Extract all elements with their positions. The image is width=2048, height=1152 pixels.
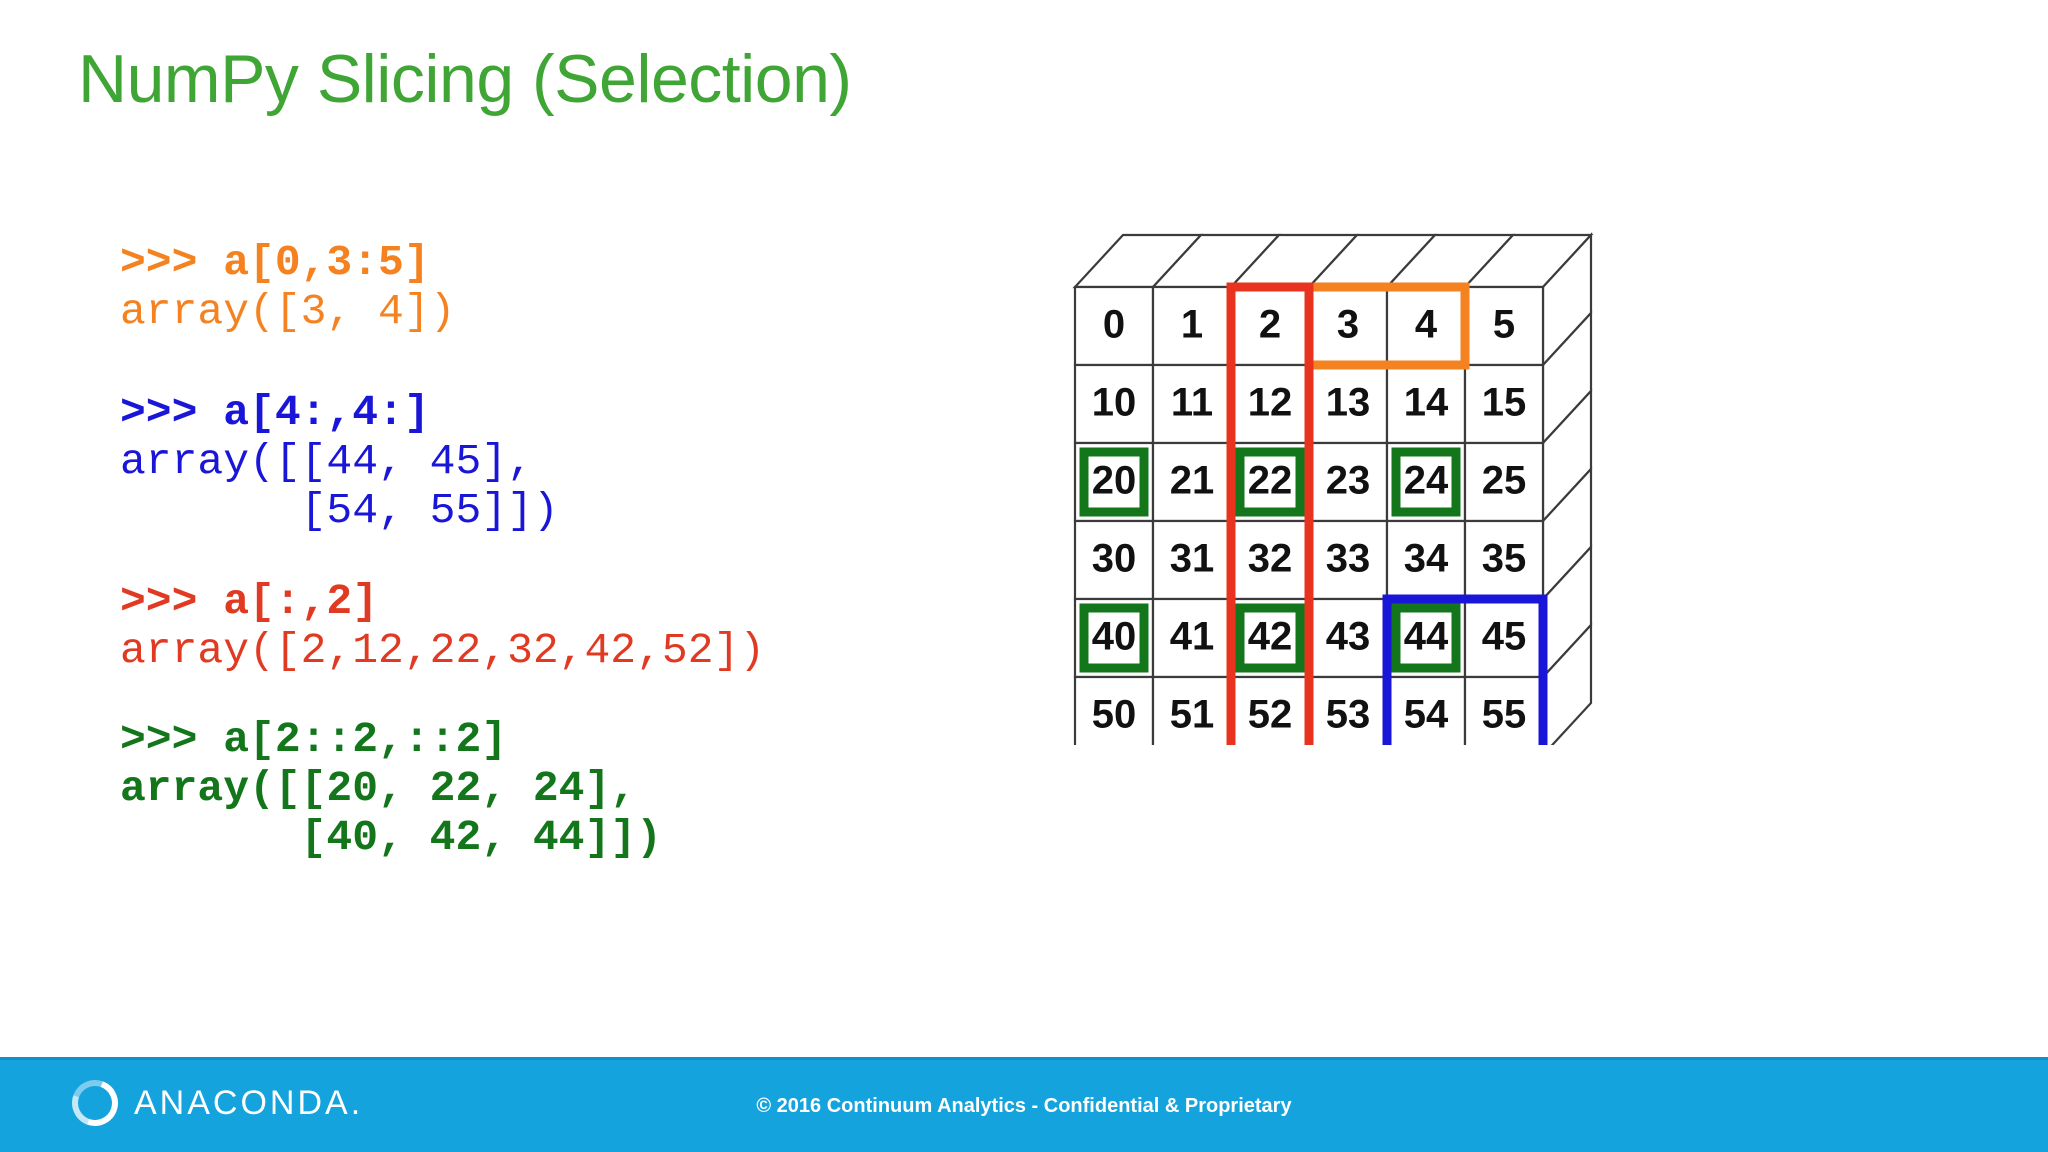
grid-cell-value: 54 [1404, 693, 1449, 737]
code-prompt-line: >>> a[2::2,::2] [120, 715, 508, 765]
grid-cell [1073, 675, 1155, 745]
code-prompt-line: >>> a[0,3:5] [120, 238, 430, 287]
grid-cell [1307, 675, 1389, 745]
grid-cell-value: 45 [1482, 615, 1527, 659]
page-title: NumPy Slicing (Selection) [78, 41, 852, 117]
grid-cell [1151, 285, 1233, 367]
grid-cell-value: 32 [1248, 537, 1293, 581]
grid-cell [1307, 363, 1389, 445]
grid-cell-value: 4 [1415, 303, 1438, 347]
grid-cell-value: 41 [1170, 615, 1215, 659]
code-block-green: >>> a[2::2,::2] array([[20, 22, 24], [40… [120, 715, 900, 862]
grid-cell-value: 44 [1404, 615, 1449, 659]
code-output-line: [54, 55]]) [120, 486, 559, 536]
code-output-line: array([3, 4]) [120, 287, 456, 337]
code-output-line: array([[44, 45], [120, 437, 533, 487]
code-output-line: [40, 42, 44]]) [120, 813, 662, 863]
grid-cell [1073, 285, 1155, 367]
grid-cell-value: 13 [1326, 381, 1371, 425]
grid-cell-value: 14 [1404, 381, 1449, 425]
grid-cell [1073, 519, 1155, 601]
grid-cell-value: 0 [1103, 303, 1125, 347]
grid-cell-value: 42 [1248, 615, 1293, 659]
code-block-red: >>> a[:,2] array([2,12,22,32,42,52]) [120, 577, 900, 675]
grid-cell [1463, 519, 1545, 601]
grid-cell-value: 31 [1170, 537, 1215, 581]
highlight-green-stride-cell-20 [1079, 447, 1149, 517]
grid-cell-value: 20 [1092, 459, 1137, 503]
highlight-green-stride-cell-40 [1079, 603, 1149, 673]
copyright-text: © 2016 Continuum Analytics - Confidentia… [756, 1094, 1292, 1117]
code-block-blue: >>> a[4:,4:] array([[44, 45], [54, 55]]) [120, 388, 900, 535]
code-examples-column: >>> a[0,3:5] array([3, 4]) >>> a[4:,4:] … [120, 238, 900, 910]
grid-cell-value: 53 [1326, 693, 1371, 737]
grid-cell-value: 43 [1326, 615, 1371, 659]
anaconda-wordmark: ANACONDA. [134, 1083, 364, 1122]
grid-cell [1463, 363, 1545, 445]
grid-cell [1463, 285, 1545, 367]
highlight-green-stride-cell-22 [1235, 447, 1305, 517]
grid-cell [1151, 675, 1233, 745]
grid-cell-value: 40 [1092, 615, 1137, 659]
grid-cell [1151, 597, 1233, 679]
grid-cell-value: 22 [1248, 459, 1293, 503]
grid-cell-value: 10 [1092, 381, 1137, 425]
grid-cell [1073, 363, 1155, 445]
code-prompt-line: >>> a[4:,4:] [120, 388, 430, 438]
grid-cell-value: 33 [1326, 537, 1371, 581]
grid-cell-value: 5 [1493, 303, 1515, 347]
grid-cell-value: 12 [1248, 381, 1293, 425]
code-prompt-line: >>> a[:,2] [120, 577, 379, 627]
grid-cell-value: 50 [1092, 693, 1137, 737]
grid-cell-value: 55 [1482, 693, 1527, 737]
grid-cell-value: 3 [1337, 303, 1359, 347]
grid-cell-value: 51 [1170, 693, 1215, 737]
footer-bar: ANACONDA. © 2016 Continuum Analytics - C… [0, 1057, 2048, 1152]
grid-cell [1307, 597, 1389, 679]
grid-cell-value: 52 [1248, 693, 1293, 737]
grid-cell [1463, 597, 1545, 679]
grid-cell-value: 35 [1482, 537, 1527, 581]
highlight-green-stride-cell-24 [1391, 447, 1461, 517]
code-block-orange: >>> a[0,3:5] array([3, 4]) [120, 238, 900, 336]
highlight-blue-block-slice [1382, 594, 1548, 745]
grid-cell-value: 21 [1170, 459, 1215, 503]
anaconda-logo: ANACONDA. [64, 1072, 364, 1134]
highlight-green-stride-cell-44 [1391, 603, 1461, 673]
grid-cell-value: 30 [1092, 537, 1137, 581]
grid-cell-value: 25 [1482, 459, 1527, 503]
grid-cell-value: 23 [1326, 459, 1371, 503]
highlight-red-column-slice [1226, 282, 1314, 745]
code-output-line: array([[20, 22, 24], [120, 764, 637, 814]
grid-cell-value: 34 [1404, 537, 1449, 581]
grid-cell-value: 24 [1404, 459, 1449, 503]
highlight-green-stride-cell-42 [1235, 603, 1305, 673]
grid-cell-value: 11 [1171, 381, 1213, 425]
code-output-line: array([2,12,22,32,42,52]) [120, 626, 766, 676]
grid-cell-value: 2 [1259, 303, 1281, 347]
grid-cell-value: 15 [1482, 381, 1527, 425]
grid-cell-value: 1 [1181, 303, 1203, 347]
